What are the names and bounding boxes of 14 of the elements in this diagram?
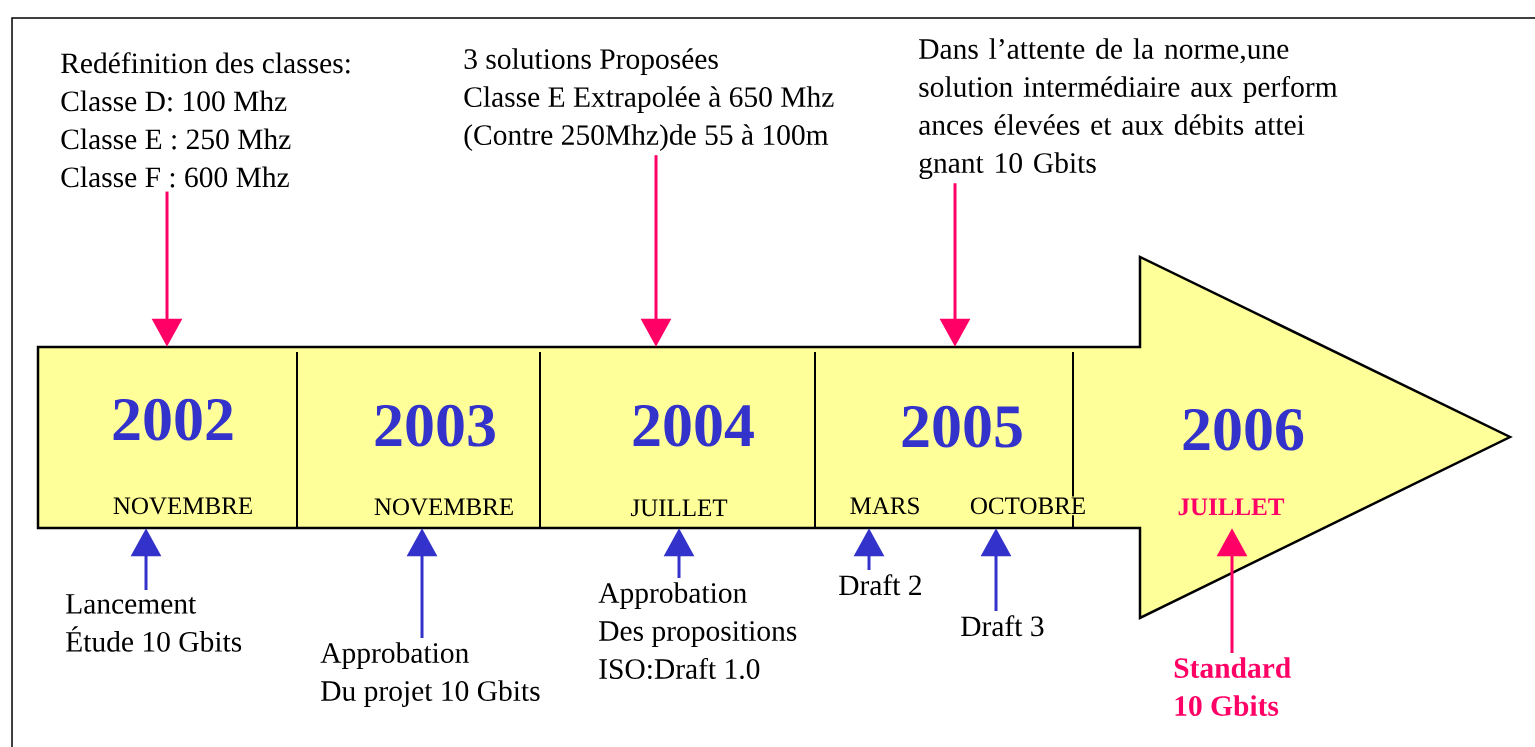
annotation-text: Lancement Étude 10 Gbits	[66, 594, 242, 652]
annotation-text: Approbation Du projet 10 Gbits	[320, 642, 540, 707]
year-cell: 2004 JUILLET	[629, 404, 754, 518]
year-cell: 2003 NOVEMBRE	[372, 404, 516, 517]
annotation-text: Dans l’attente de la norme,une solution intermédiaire aux perform ances élevées et aux débits attei gnant 10 Gbits	[919, 38, 1338, 180]
annotation-text: 3 solutions Proposées Classe E Extrapolée à 650 Mhz (Contre 250Mhz)de 55 à 100m	[464, 48, 834, 151]
annotation-text: Redéfinition des classes: Classe D: 100 Mhz Classe E : 250 Mhz Classe F : 600 Mhz	[61, 52, 350, 188]
year-cell: 2006 JUILLET	[1176, 408, 1304, 517]
annotation-text: Standard 10 Gbits	[1174, 657, 1291, 716]
year-cell: 2002 NOVEMBRE	[111, 398, 255, 516]
year-cell: 2005 MARS OCTOBRE	[848, 405, 1088, 516]
annotation-text: Draft 2	[839, 574, 921, 596]
annotation-text: Draft 3	[961, 615, 1044, 637]
annotation-text: Approbation Des propositions ISO:Draft 1.0	[598, 582, 797, 680]
